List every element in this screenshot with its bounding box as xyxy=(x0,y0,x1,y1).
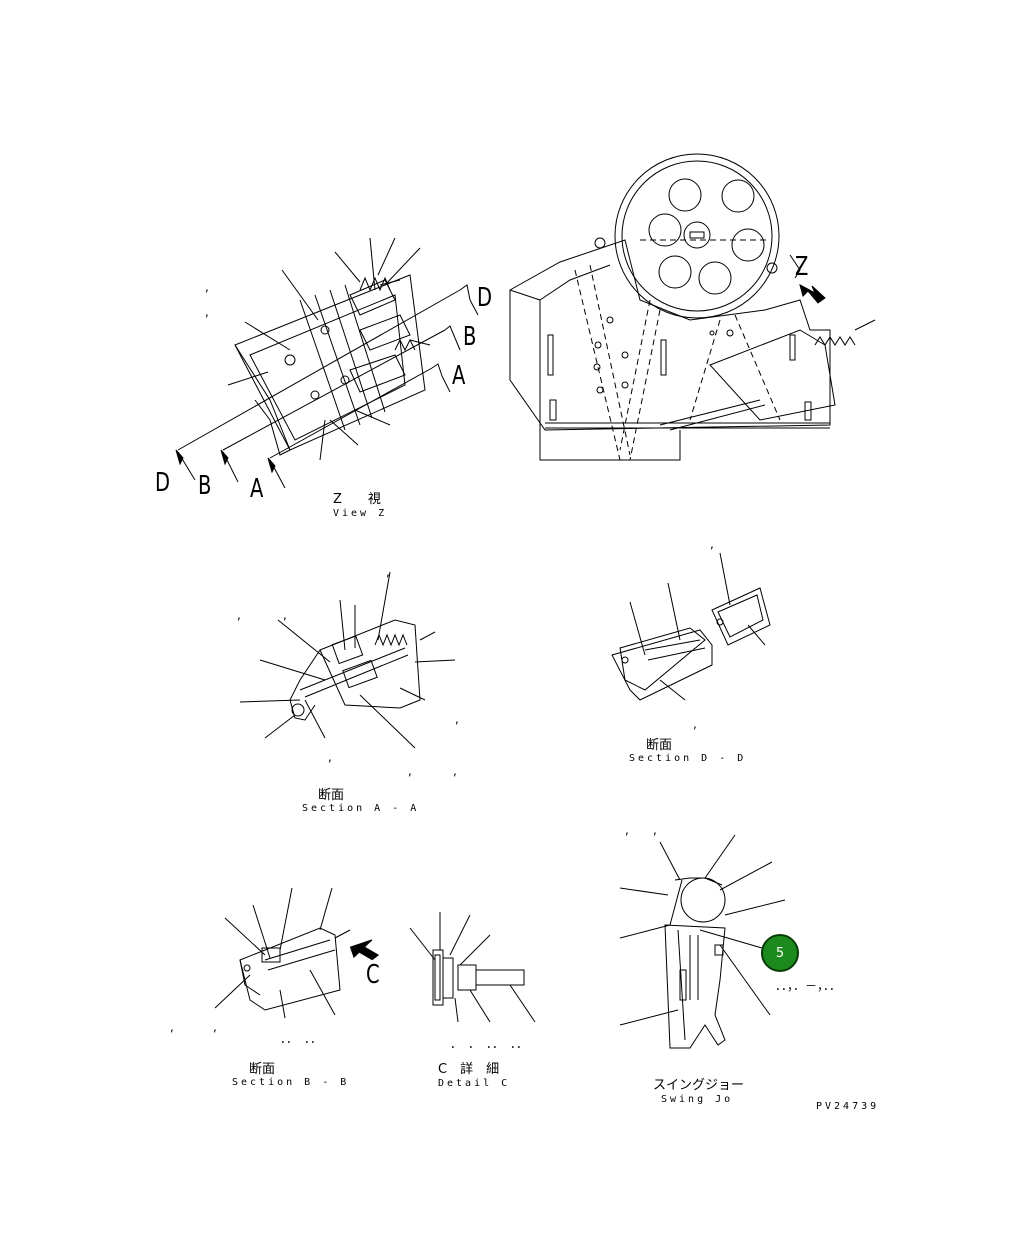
arrow-letter-z: Z xyxy=(795,252,809,282)
callout-badge-5[interactable]: 5 xyxy=(761,934,799,972)
section-bb-drawing xyxy=(214,887,380,1019)
detail-c-title-jp: C 詳 細 xyxy=(438,1062,500,1077)
detail-c-drawing xyxy=(409,912,536,1023)
section-letter-a-bottom: A xyxy=(250,474,264,504)
mark-comma: , xyxy=(455,712,459,726)
mark-comma: , xyxy=(408,764,412,778)
mark-comma: , xyxy=(213,1020,217,1034)
section-letter-a-top: A xyxy=(452,361,466,391)
swing-jaw-title-jp: スイングジョー xyxy=(653,1078,745,1093)
section-letter-b-top: B xyxy=(463,322,477,352)
mark-comma: , xyxy=(237,608,241,622)
section-bb-title-jp: 断面 xyxy=(249,1062,276,1077)
callout-note: ．．，．－，．． xyxy=(775,979,842,993)
view-z-assembly xyxy=(175,237,479,489)
crusher-main-view xyxy=(509,153,876,461)
view-z-title-en: View Z xyxy=(333,508,388,519)
mark-comma: , xyxy=(693,717,697,731)
detail-c-title-en: Detail C xyxy=(438,1078,511,1089)
section-letter-d-bottom: D xyxy=(155,468,171,498)
swing-jaw-title-en: Swing Jo xyxy=(661,1094,734,1105)
section-bb-title-en: Section B - B xyxy=(232,1077,350,1088)
mark-comma: , xyxy=(625,823,629,837)
section-letter-d-top: D xyxy=(477,283,493,313)
section-letter-b-bottom: B xyxy=(198,471,212,501)
callout-number: 5 xyxy=(775,945,785,961)
section-dd-title-en: Section D - D xyxy=(629,753,747,764)
drawing-id: PV24739 xyxy=(816,1101,880,1112)
mark-dots-c: ． ． ．． ．． xyxy=(450,1037,529,1051)
mark-comma: , xyxy=(710,537,714,551)
swing-jaw-drawing xyxy=(619,834,786,1049)
mark-dots-bb: ．． ．． xyxy=(280,1032,323,1046)
section-aa-title-jp: 断面 xyxy=(318,788,345,803)
mark-comma: , xyxy=(453,764,457,778)
section-aa-drawing xyxy=(239,571,456,749)
mark-comma: , xyxy=(205,305,209,319)
mark-comma: , xyxy=(205,280,209,294)
section-dd-drawing xyxy=(611,552,771,701)
mark-comma: , xyxy=(283,608,287,622)
view-z-title-jp: Z 視 xyxy=(333,492,381,507)
mark-comma: , xyxy=(386,565,390,579)
mark-comma: , xyxy=(170,1020,174,1034)
section-dd-title-jp: 断面 xyxy=(646,738,673,753)
mark-comma: , xyxy=(328,750,332,764)
section-aa-title-en: Section A - A xyxy=(302,803,420,814)
mark-comma: , xyxy=(653,823,657,837)
arrow-letter-c: C xyxy=(366,960,380,990)
